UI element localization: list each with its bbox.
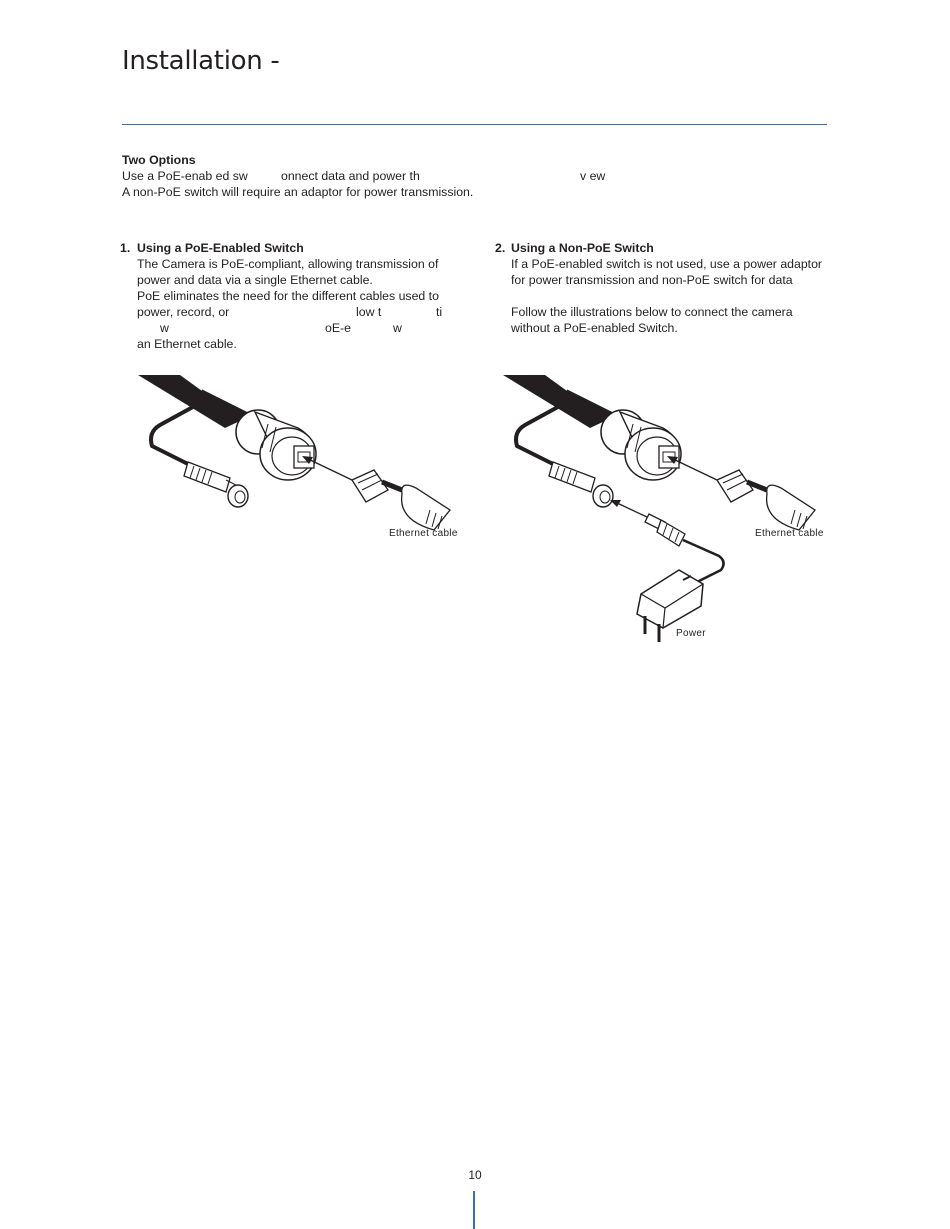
- ethernet-cable-caption-1: Ethernet cable: [389, 528, 458, 539]
- option1-line1: The Camera is PoE-compliant, allowing tr…: [137, 257, 439, 271]
- ethernet-plug-icon: [351, 469, 451, 531]
- rj45-housing-icon: [235, 409, 317, 481]
- option1-number: 1.: [120, 241, 131, 255]
- dc-connector-icon: [548, 461, 614, 508]
- option1-line4-c: ti: [436, 305, 443, 319]
- intro-line1-b: onnect data and power th: [281, 169, 420, 183]
- intro-heading: Two Options: [122, 153, 196, 167]
- intro-line1-a: Use a PoE-enab ed sw: [122, 169, 248, 183]
- option2-line4: without a PoE-enabled Switch.: [511, 321, 678, 335]
- ethernet-cable-caption-2: Ethernet cable: [755, 528, 824, 539]
- dc-connector-icon: [183, 461, 249, 508]
- intro-line1-c: v ew: [580, 169, 606, 183]
- option2-line3: Follow the illustrations below to connec…: [511, 305, 793, 319]
- power-caption: Power: [676, 628, 706, 639]
- power-adaptor-icon: [636, 569, 704, 642]
- option1-line6: an Ethernet cable.: [137, 337, 237, 351]
- page-number-bar: [473, 1191, 475, 1229]
- option1-line3: PoE eliminates the need for the differen…: [137, 289, 439, 303]
- option2-line2: for power transmission and non-PoE switc…: [511, 273, 793, 287]
- option1-line4-b: low t: [356, 305, 382, 319]
- rj45-housing-icon: [600, 409, 682, 481]
- page-title: Installation -: [122, 46, 280, 76]
- option2-heading: Using a Non-PoE Switch: [511, 241, 654, 255]
- arrow-line: [305, 457, 353, 481]
- ethernet-plug-icon: [716, 469, 816, 531]
- poe-connection-illustration: [138, 375, 451, 531]
- non-poe-connection-illustration: [503, 375, 816, 642]
- option1-line5-c: w: [393, 321, 402, 335]
- arrow-icon: [302, 456, 313, 464]
- option1-line5-a: w: [160, 321, 169, 335]
- header-divider: [122, 124, 827, 125]
- option1-heading: Using a PoE-Enabled Switch: [137, 241, 304, 255]
- option2-line1: If a PoE-enabled switch is not used, use…: [511, 257, 823, 271]
- option1-line4-a: power, record, or: [137, 305, 230, 319]
- dc-plug-icon: [644, 513, 725, 590]
- arrow-line: [670, 457, 718, 481]
- dc-arrow-icon: [610, 500, 621, 507]
- page-number: 10: [468, 1168, 482, 1182]
- dc-arrow-line: [614, 501, 650, 519]
- intro-line2: A non-PoE switch will require an adaptor…: [122, 185, 474, 199]
- option1-line5-b: oE-e: [325, 321, 351, 335]
- option1-line2: power and data via a single Ethernet cab…: [137, 273, 373, 287]
- arrow-icon: [667, 456, 678, 464]
- option2-number: 2.: [495, 241, 506, 255]
